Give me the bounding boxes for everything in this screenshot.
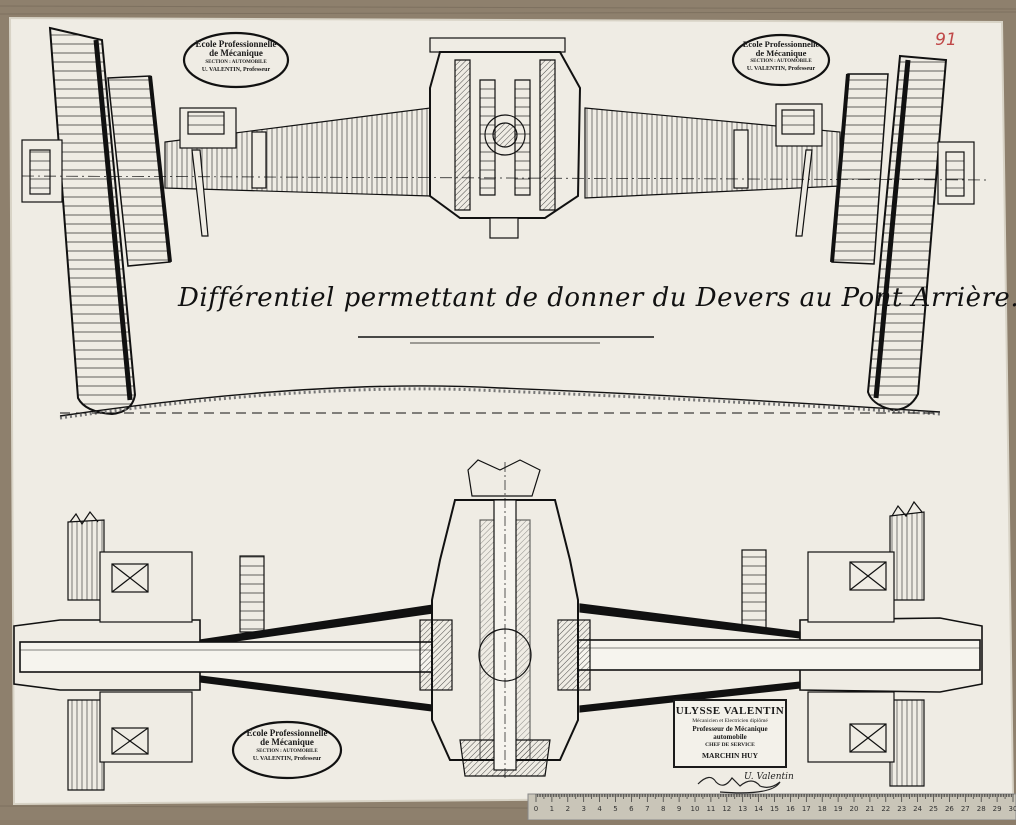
stamp-line-school: Ecole Professionnelle (742, 39, 820, 49)
ruler-number: 7 (645, 805, 649, 813)
ruler-number: 24 (913, 805, 922, 813)
ruler-number: 14 (754, 805, 763, 813)
signature-mark (697, 776, 781, 794)
stamp-1: Ecole Professionnelle de Mécanique SECTI… (186, 39, 286, 74)
stamp-line-prof: U. VALENTIN, Professeur (252, 756, 322, 762)
ruler-number: 23 (897, 805, 906, 813)
stamp-2: Ecole Professionnelle de Mécanique SECTI… (734, 40, 828, 72)
ruler-number: 6 (629, 805, 634, 813)
author-role: Professeur de Mécanique automobile (692, 725, 768, 741)
signature-text: U. Valentin (744, 772, 794, 782)
left-wheel (21, 26, 172, 416)
stamp-line-dept: de Mécanique (260, 737, 314, 747)
ruler-number: 26 (945, 805, 954, 813)
sheet-number: 91 (935, 30, 957, 50)
ruler-number: 27 (961, 805, 970, 813)
ruler-number: 30 (1009, 805, 1016, 813)
ruler-number: 12 (722, 805, 731, 813)
ruler-number: 1 (550, 805, 554, 813)
upper-axle-view (21, 26, 991, 416)
stamp-line-section: SECTION : AUTOMOBILE (750, 59, 812, 64)
drawing-title: Différentiel permettant de donner du Dev… (178, 283, 1016, 313)
author-subtitle: Mécanicien et Electricien diplômé (692, 718, 768, 724)
ruler-number: 18 (818, 805, 827, 813)
ruler-number: 11 (706, 805, 715, 813)
upper-differential-housing (429, 37, 582, 239)
stamp-line-dept: de Mécanique (755, 47, 807, 58)
ruler-number: 4 (597, 805, 602, 813)
ruler-number: 22 (881, 805, 890, 813)
author-place: MARCHIN HUY (701, 751, 759, 760)
ruler-number: 28 (977, 805, 986, 813)
ruler-number: 0 (534, 805, 538, 813)
ruler-number: 2 (566, 805, 570, 813)
stamp-line-section: SECTION : AUTOMOBILE (205, 60, 267, 65)
ruler-number: 17 (802, 805, 811, 813)
stamp-line-dept: de Mécanique (209, 48, 263, 58)
ruler-number: 15 (770, 805, 779, 813)
lower-section-view (13, 459, 983, 791)
ruler-number: 25 (929, 805, 938, 813)
stamp-line-prof: U. VALENTIN, Professeur (201, 67, 271, 73)
ruler-number: 20 (850, 805, 859, 813)
ruler-number: 13 (738, 805, 747, 813)
ruler-number: 9 (677, 805, 681, 813)
stamp-line-prof: U. VALENTIN, Professeur (746, 66, 816, 72)
ruler-number: 3 (581, 805, 585, 813)
ruler-number: 5 (613, 805, 617, 813)
stamp-3: Ecole Professionnelle de Mécanique SECTI… (235, 728, 339, 763)
ruler-number: 19 (834, 805, 843, 813)
stamp-ovals (182, 31, 831, 780)
ground-profile (59, 385, 941, 420)
author-label-box: ULYSSE VALENTIN Mécanicien et Electricie… (673, 699, 787, 768)
ruler-number: 10 (691, 805, 700, 813)
ruler-number: 8 (661, 805, 665, 813)
stamp-line-section: SECTION : AUTOMOBILE (256, 749, 318, 754)
ruler-number: 29 (993, 805, 1002, 813)
stamp-line-school: Ecole Professionnelle (246, 728, 328, 738)
stamp-line-school: Ecole Professionnelle (195, 39, 277, 49)
ruler-number: 21 (865, 805, 874, 813)
author-service: CHEF DE SERVICE (705, 742, 755, 748)
author-name: ULYSSE VALENTIN (675, 705, 785, 717)
ruler-number: 16 (786, 805, 795, 813)
